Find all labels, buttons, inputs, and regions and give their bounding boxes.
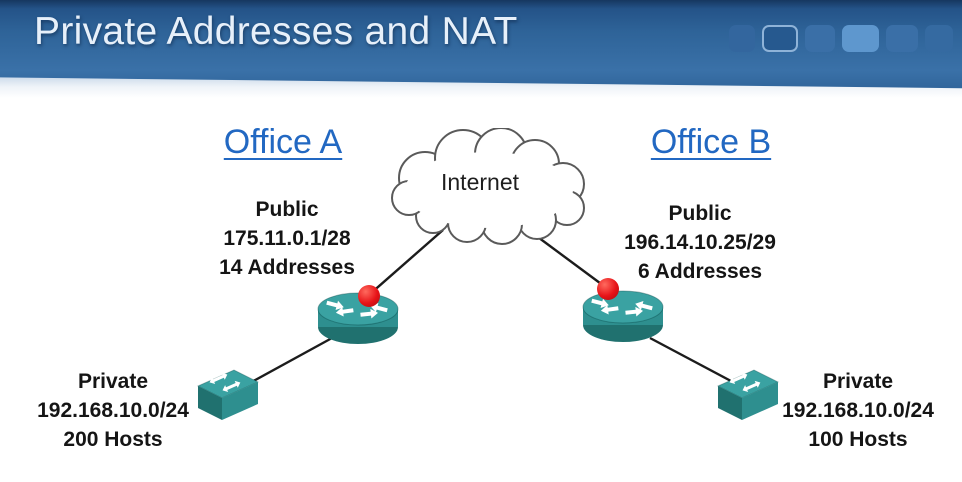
office-b-private-label: Private 192.168.10.0/24 100 Hosts — [748, 367, 962, 454]
header-band: Private Addresses and NAT — [0, 0, 962, 89]
switch-arrows-icon — [729, 372, 761, 393]
slide-title: Private Addresses and NAT — [34, 10, 518, 53]
public-capacity: 14 Addresses — [219, 256, 355, 279]
private-capacity: 100 Hosts — [808, 428, 908, 451]
header-deco-square — [729, 25, 755, 52]
link-router-a-switch-a — [247, 336, 333, 386]
office-a-private-label: Private 192.168.10.0/24 200 Hosts — [3, 367, 223, 454]
public-label: Public — [668, 202, 732, 225]
header-deco-square — [842, 25, 879, 52]
header-deco-square — [925, 25, 953, 52]
router-a-icon — [317, 292, 399, 344]
private-address: 192.168.10.0/24 — [782, 399, 934, 422]
link-cloud-router-a — [369, 229, 444, 295]
header-deco-squares — [729, 25, 953, 52]
switch-arrows-icon — [209, 372, 241, 393]
office-a-heading: Office A — [223, 123, 343, 161]
nat-dot-b-icon — [597, 278, 619, 300]
internet-label: Internet — [441, 169, 519, 195]
public-address: 175.11.0.1/28 — [223, 227, 351, 250]
office-b-heading: Office B — [650, 123, 772, 161]
public-capacity: 6 Addresses — [637, 260, 763, 283]
switch-b-icon — [716, 369, 780, 420]
diagram-canvas: Internet Office A Office B Public 175.11… — [0, 95, 962, 482]
private-label: Private — [77, 370, 149, 393]
private-address: 192.168.10.0/24 — [37, 399, 189, 422]
public-address: 196.14.10.25/29 — [624, 231, 776, 254]
private-capacity: 200 Hosts — [63, 428, 163, 451]
header-deco-square — [805, 25, 835, 52]
slide-header: Private Addresses and NAT — [0, 0, 962, 98]
office-a-public-label: Public 175.11.0.1/28 14 Addresses — [177, 195, 397, 282]
header-deco-square — [886, 25, 918, 52]
link-router-b-switch-b — [649, 336, 732, 383]
private-label: Private — [822, 370, 894, 393]
internet-cloud-icon — [391, 128, 585, 245]
router-arrows-icon — [591, 298, 653, 317]
office-b-public-label: Public 196.14.10.25/29 6 Addresses — [590, 199, 810, 286]
switch-a-icon — [196, 369, 260, 420]
header-deco-square — [762, 25, 798, 52]
public-label: Public — [255, 198, 319, 221]
nat-dot-a-icon — [358, 285, 380, 307]
router-b-icon — [582, 290, 664, 342]
